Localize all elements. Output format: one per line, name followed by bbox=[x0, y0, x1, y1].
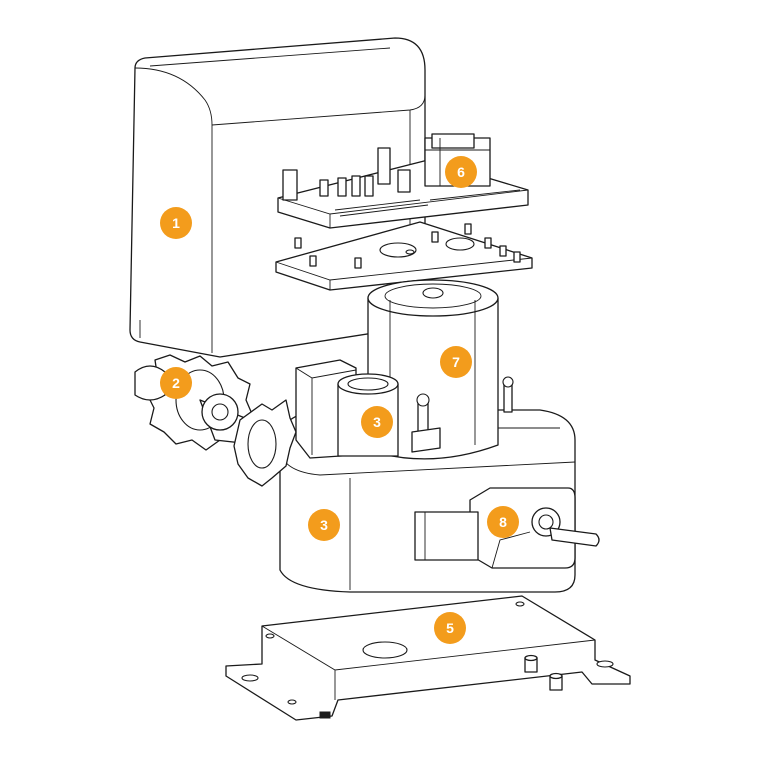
callout-release-lock: 8 bbox=[487, 506, 519, 538]
callout-cover-number: 1 bbox=[172, 215, 180, 231]
callout-drive-gear-number: 2 bbox=[172, 375, 180, 391]
callout-cover-circle bbox=[160, 207, 192, 239]
callout-drive-gear: 2 bbox=[160, 367, 192, 399]
callout-mounting-plate: 5 bbox=[434, 612, 466, 644]
lower-circuit-board bbox=[275, 221, 533, 291]
callout-motor: 7 bbox=[440, 346, 472, 378]
callout-gearbox-housing-circle bbox=[308, 509, 340, 541]
callout-drive-gear-circle bbox=[160, 367, 192, 399]
callout-control-board-circle bbox=[445, 156, 477, 188]
callout-limit-switch-housing-circle bbox=[361, 406, 393, 438]
callout-control-board-number: 6 bbox=[457, 164, 465, 180]
mounting-plate bbox=[225, 595, 631, 721]
callout-mounting-plate-number: 5 bbox=[446, 620, 454, 636]
callout-limit-switch-housing-number: 3 bbox=[373, 414, 381, 430]
callout-motor-circle bbox=[440, 346, 472, 378]
callout-control-board: 6 bbox=[445, 156, 477, 188]
callout-limit-switch-housing: 3 bbox=[361, 406, 393, 438]
release-lock bbox=[414, 487, 600, 569]
callout-gearbox-housing-number: 3 bbox=[320, 517, 328, 533]
motor bbox=[367, 279, 514, 460]
callout-gearbox-housing: 3 bbox=[308, 509, 340, 541]
callout-mounting-plate-circle bbox=[434, 612, 466, 644]
callout-release-lock-number: 8 bbox=[499, 514, 507, 530]
drive-gear bbox=[134, 354, 297, 487]
callout-motor-number: 7 bbox=[452, 354, 460, 370]
callout-release-lock-circle bbox=[487, 506, 519, 538]
callout-cover: 1 bbox=[160, 207, 192, 239]
